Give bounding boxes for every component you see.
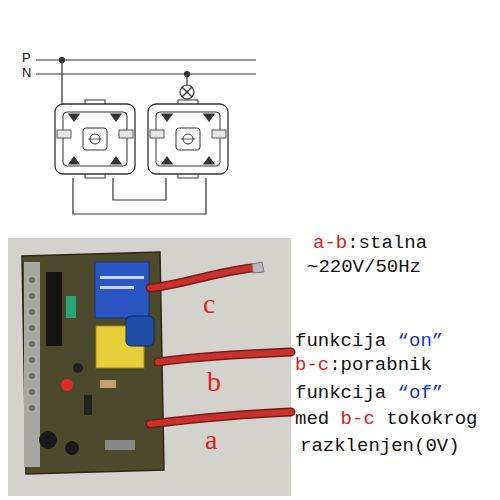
terminal-letter: c bbox=[203, 288, 215, 320]
note-line: ~220V/50Hz bbox=[307, 257, 421, 279]
switch-symbol bbox=[55, 100, 135, 178]
label-text: ~220V/50Hz bbox=[307, 256, 421, 278]
label-text: P bbox=[22, 50, 31, 65]
module-photo bbox=[8, 238, 291, 496]
jumper bbox=[66, 296, 76, 318]
switch-symbol bbox=[148, 100, 228, 178]
label-text: “of” bbox=[398, 382, 444, 404]
label-text: :stalna bbox=[347, 232, 427, 254]
label-text: a bbox=[205, 424, 217, 455]
line-name: N bbox=[22, 66, 31, 81]
schematic bbox=[36, 58, 256, 215]
lamp-symbol bbox=[180, 85, 194, 99]
note-line: funkcija “of” bbox=[295, 383, 443, 405]
traveler-wire bbox=[73, 178, 206, 214]
neutral-line bbox=[36, 73, 256, 74]
label-text: c bbox=[203, 288, 215, 319]
label-text: “on” bbox=[398, 330, 444, 352]
terminal-letter: a bbox=[205, 424, 217, 456]
red-wires bbox=[150, 268, 291, 424]
board-edge bbox=[24, 262, 40, 467]
label-text: N bbox=[22, 65, 31, 80]
label-text: a-b bbox=[313, 232, 347, 254]
note-line: b-c:porabnik bbox=[295, 355, 432, 377]
traveler-wire bbox=[113, 178, 166, 200]
line-name: P bbox=[22, 51, 31, 66]
note-line: a-b:stalna bbox=[313, 233, 427, 255]
capacitor bbox=[39, 431, 57, 449]
terminal-letter: b bbox=[207, 366, 221, 398]
label-text: razklenjen(0V) bbox=[300, 435, 460, 457]
chip bbox=[46, 272, 62, 346]
label-text: b-c bbox=[295, 354, 329, 376]
label-text: :porabnik bbox=[329, 354, 432, 376]
relay bbox=[95, 262, 149, 318]
label-text: med bbox=[295, 408, 329, 430]
note-line: razklenjen(0V) bbox=[300, 436, 460, 458]
label-text: tokokrog bbox=[386, 408, 477, 430]
label-text: b-c bbox=[341, 408, 375, 430]
circuit-board bbox=[22, 252, 164, 474]
wire bbox=[61, 60, 62, 104]
label-text: funkcija bbox=[295, 330, 386, 352]
note-line: funkcija “on” bbox=[295, 331, 443, 353]
label-text: b bbox=[207, 366, 221, 397]
led bbox=[61, 379, 73, 391]
phase-line bbox=[36, 59, 256, 60]
potentiometer bbox=[126, 316, 154, 346]
note-line: med b-c tokokrog bbox=[295, 409, 477, 431]
label-text: funkcija bbox=[295, 382, 386, 404]
wire-tip bbox=[252, 262, 264, 273]
wire bbox=[186, 74, 187, 85]
